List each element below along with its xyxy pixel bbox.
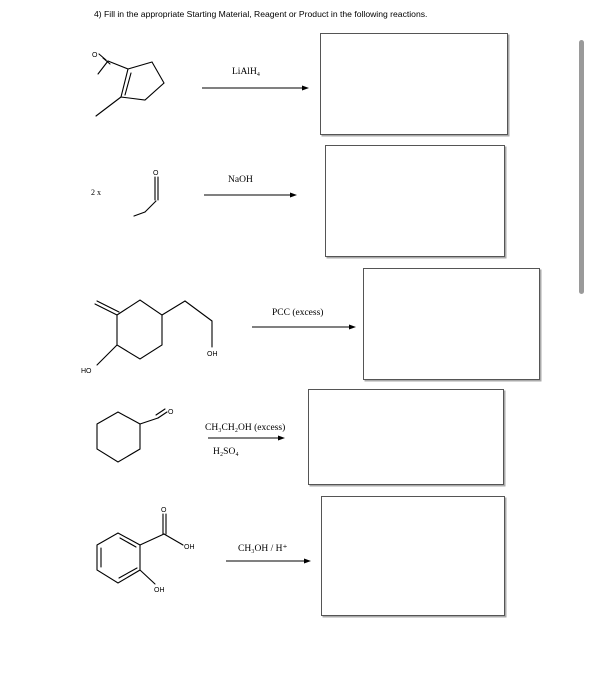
hydroxyl-label-3a: HO <box>81 368 92 375</box>
reagent-2: NaOH <box>228 175 253 185</box>
reagent-5: CH₃OH / H⁺ <box>238 544 288 554</box>
molecule-3-diol <box>94 299 213 366</box>
molecule-2-aldehyde <box>133 176 159 217</box>
reagent-3: PCC (excess) <box>272 308 324 318</box>
answer-box-4[interactable] <box>308 389 504 485</box>
answer-box-2[interactable] <box>325 145 505 257</box>
oxygen-label-4: O <box>168 409 174 416</box>
arrowheads <box>278 85 356 564</box>
arrowhead-3 <box>349 324 356 330</box>
answer-box-1[interactable] <box>320 33 508 135</box>
oxygen-label-5: O <box>161 507 167 514</box>
molecule-5-salicylic-acid <box>96 513 184 585</box>
arrows <box>202 87 352 562</box>
answer-box-5[interactable] <box>321 496 505 616</box>
arrowhead-4 <box>278 435 285 441</box>
hydroxyl-label-5b: OH <box>154 587 165 594</box>
answer-box-3[interactable] <box>363 268 540 380</box>
oxygen-label-1: O <box>92 52 98 59</box>
molecule-4-cyclohexyl-aldehyde <box>96 408 168 463</box>
hydroxyl-label-5a: OH <box>184 544 195 551</box>
molecule-1-cyclopentenone <box>95 53 165 117</box>
reagent-4-line1: CH₃CH₂OH (excess) <box>205 423 286 433</box>
reagent-1: LiAlH₄ <box>232 67 261 77</box>
oxygen-label-2: O <box>153 170 159 177</box>
question-title: 4) Fill in the appropriate Starting Mate… <box>94 9 428 19</box>
arrowhead-5 <box>304 558 311 564</box>
reagent-4-line2: H₂SO₄ <box>213 447 239 457</box>
arrowhead-1 <box>302 85 309 91</box>
scrollbar-thumb[interactable] <box>579 40 584 294</box>
hydroxyl-label-3b: OH <box>207 351 218 358</box>
arrowhead-2 <box>290 192 297 198</box>
multiplier-2x: 2 x <box>91 188 101 197</box>
